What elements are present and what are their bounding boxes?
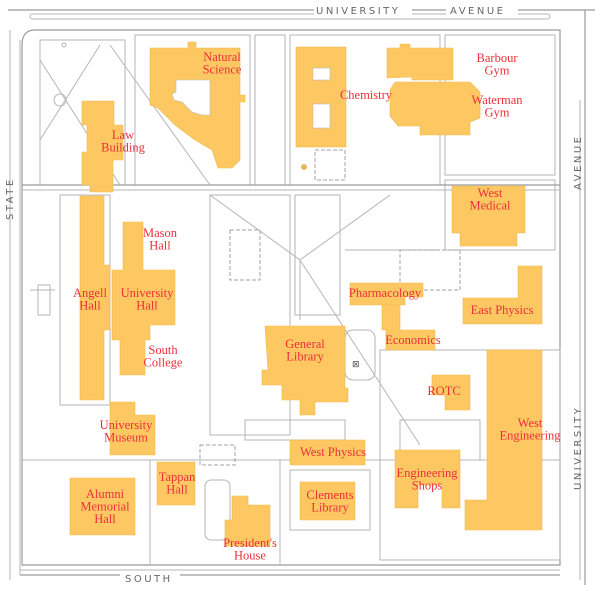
building-label-university-hall: Hall: [136, 299, 158, 313]
building-label-waterman-gym: Waterman: [471, 93, 523, 107]
building-label-clements-library: Clements: [306, 488, 353, 502]
building-label-east-physics: East Physics: [471, 303, 534, 317]
economics-building[interactable]: [381, 304, 436, 351]
building-label-west-engineering: West: [518, 416, 543, 430]
building-label-waterman-gym: Gym: [485, 106, 510, 120]
east-physics-building[interactable]: [462, 265, 543, 325]
law-building[interactable]: [81, 100, 124, 193]
street-label-state: STATE: [5, 177, 16, 220]
street-labels: UNIVERSITY AVENUE STATE AVENUE UNIVERSIT…: [5, 4, 584, 585]
university-hall-building[interactable]: [111, 221, 176, 376]
building-label-engineering-shops: Engineering: [396, 466, 458, 480]
building-label-west-medical: West: [478, 186, 503, 200]
building-label-barbour-gym: Barbour: [477, 51, 519, 65]
building-label-general-library: Library: [286, 350, 324, 364]
building-label-rotc: ROTC: [427, 384, 460, 398]
building-label-barbour-gym: Gym: [485, 64, 510, 78]
building-label-mason-hall: Hall: [149, 239, 171, 253]
building-label-law-building: Law: [112, 128, 134, 142]
building-label-university-hall: University: [121, 286, 175, 300]
pharmacology-building[interactable]: [349, 282, 424, 306]
buildings: [69, 41, 543, 547]
building-label-alumni-memorial-hall: Hall: [94, 512, 116, 526]
building-label-law-building: Building: [101, 141, 146, 155]
alumni-memorial-hall-building[interactable]: [69, 477, 136, 536]
building-label-pharmacology: Pharmacology: [349, 286, 422, 300]
angell-hall-building[interactable]: [79, 195, 111, 401]
building-label-university-museum: Museum: [104, 431, 148, 445]
presidents-house-building[interactable]: [224, 495, 271, 547]
building-label-tappan-hall: Tappan: [159, 470, 196, 484]
clements-library-building[interactable]: [299, 481, 356, 521]
building-label-alumni-memorial-hall: Alumni: [86, 487, 125, 501]
street-label-university-east: UNIVERSITY: [573, 406, 584, 490]
building-label-clements-library: Library: [311, 501, 349, 515]
building-labels: NaturalScienceChemistryBarbourGymWaterma…: [73, 50, 561, 563]
svg-text:⊠: ⊠: [352, 360, 360, 370]
building-label-west-medical: Medical: [470, 199, 511, 213]
building-label-chemistry: Chemistry: [340, 88, 393, 102]
building-label-presidents-house: House: [234, 549, 266, 563]
waterman-gym-building[interactable]: [389, 81, 481, 136]
street-label-avenue-east: AVENUE: [573, 135, 584, 190]
building-label-west-engineering: Engineering: [499, 429, 561, 443]
building-label-general-library: General: [285, 337, 325, 351]
building-label-mason-hall: Mason: [143, 226, 178, 240]
building-label-tappan-hall: Hall: [166, 483, 188, 497]
building-label-angell-hall: Angell: [73, 286, 108, 300]
tappan-hall-building[interactable]: [156, 461, 196, 506]
building-label-angell-hall: Hall: [79, 299, 101, 313]
building-label-natural-science: Science: [203, 63, 242, 77]
building-label-economics: Economics: [385, 333, 441, 347]
building-label-engineering-shops: Shops: [412, 479, 443, 493]
building-label-university-museum: University: [100, 418, 154, 432]
west-engineering-building[interactable]: [464, 349, 543, 531]
building-label-west-physics: West Physics: [300, 445, 366, 459]
university-museum-building[interactable]: [109, 401, 156, 456]
street-label-avenue-north: AVENUE: [450, 6, 505, 17]
street-label-university-north: UNIVERSITY: [316, 6, 400, 17]
building-label-presidents-house: President's: [223, 536, 277, 550]
building-label-alumni-memorial-hall: Memorial: [80, 500, 130, 514]
building-label-natural-science: Natural: [203, 50, 241, 64]
west-medical-building[interactable]: [451, 185, 526, 247]
west-physics-building[interactable]: [289, 439, 366, 466]
building-label-south-college: South: [148, 343, 178, 357]
engineering-shops-building[interactable]: [394, 449, 461, 509]
barbour-gym-building[interactable]: [386, 43, 454, 81]
chemistry-building[interactable]: [295, 46, 347, 148]
general-library-building[interactable]: [261, 325, 349, 416]
building-label-south-college: College: [144, 356, 183, 370]
street-label-south: SOUTH: [125, 574, 173, 585]
rotc-building[interactable]: [431, 374, 471, 411]
